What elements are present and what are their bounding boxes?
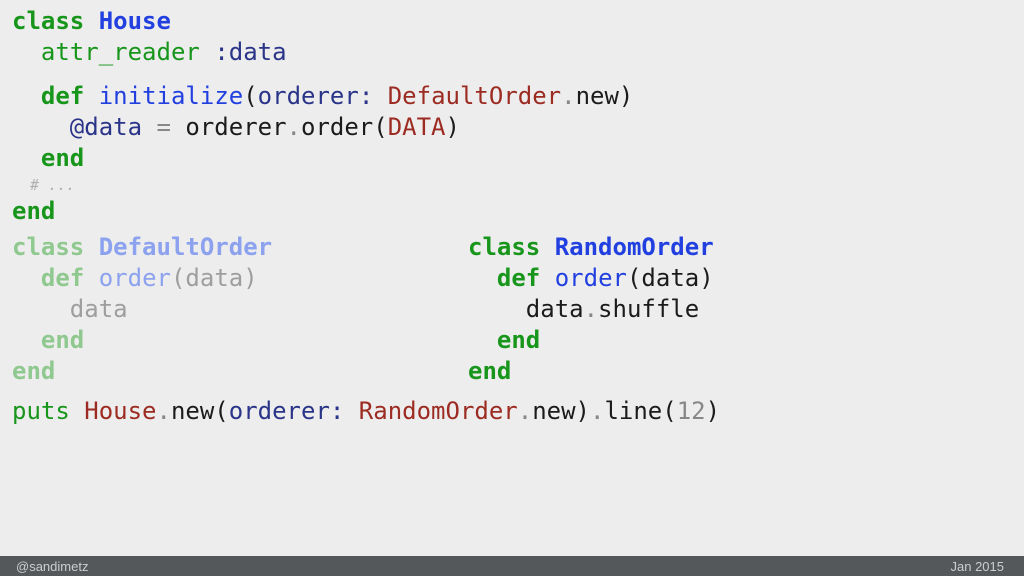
code-line: end	[12, 356, 272, 387]
code-token-kw: end	[40, 144, 85, 172]
code-line: class House	[12, 6, 633, 37]
code-token-plain: order(	[301, 113, 388, 141]
code-token-fplain	[84, 233, 98, 261]
code-block-random-order: class RandomOrder def order(data) data.s…	[468, 232, 714, 387]
code-token-kw: class	[12, 7, 85, 35]
code-token-op: .	[517, 397, 533, 425]
footer-date: Jan 2015	[950, 558, 1005, 574]
code-token-plain	[540, 233, 554, 261]
footer-handle: @sandimetz	[16, 558, 89, 574]
code-token-plain: line(	[604, 397, 677, 425]
code-token-plain	[540, 264, 554, 292]
code-token-fplain	[12, 326, 41, 354]
code-token-plain: new)	[532, 397, 590, 425]
code-token-plain	[12, 144, 41, 172]
code-token-num: 12	[676, 397, 706, 425]
code-token-mth: order	[554, 264, 627, 292]
code-token-plain	[12, 113, 70, 141]
code-token-const: DATA	[387, 113, 446, 141]
code-line: def order(data)	[12, 263, 272, 294]
code-token-kw: end	[496, 326, 541, 354]
code-token-fmth: order	[98, 264, 171, 292]
code-token-fkw: end	[12, 357, 56, 385]
code-token-const: House	[84, 397, 157, 425]
code-line: data.shuffle	[468, 294, 714, 325]
code-token-plain	[373, 82, 387, 110]
code-token-fkw: end	[40, 326, 85, 354]
code-token-fplain	[84, 264, 98, 292]
code-line: end	[468, 325, 714, 356]
code-token-plain	[200, 38, 214, 66]
code-token-plain	[84, 7, 98, 35]
code-token-plain: )	[445, 113, 460, 141]
code-line: end	[12, 143, 633, 174]
code-token-kw: end	[12, 197, 56, 225]
code-token-sym: :data	[214, 38, 287, 66]
code-line: data	[12, 294, 272, 325]
code-token-plain	[84, 82, 98, 110]
code-line: class DefaultOrder	[12, 232, 272, 263]
footer-bar: @sandimetz Jan 2015	[0, 556, 1024, 576]
code-block-default-order: class DefaultOrder def order(data) data …	[12, 232, 272, 387]
code-token-plain: (	[243, 82, 258, 110]
code-token-cls: RandomOrder	[554, 233, 714, 261]
code-block-house: class House attr_reader :data def initia…	[12, 6, 633, 227]
code-token-op: .	[561, 82, 576, 110]
code-token-const: DefaultOrder	[387, 82, 562, 110]
code-token-op: .	[590, 397, 605, 425]
code-token-comment: # ...	[12, 176, 76, 194]
code-token-plain: data	[468, 295, 584, 323]
code-token-fkw: class	[12, 233, 85, 261]
code-comment-line: # ...	[12, 174, 633, 196]
code-token-plain	[70, 397, 84, 425]
code-token-plain: new(	[170, 397, 229, 425]
code-token-sym: orderer:	[257, 82, 374, 110]
code-token-kwr: attr_reader	[40, 38, 200, 66]
code-token-sym: @data	[69, 113, 143, 141]
code-line: def initialize(orderer: DefaultOrder.new…	[12, 81, 633, 112]
code-token-cls: House	[98, 7, 171, 35]
code-token-kwr: puts	[12, 397, 70, 425]
code-token-kw: class	[468, 233, 541, 261]
code-token-kw: def	[496, 264, 541, 292]
code-line: end	[468, 356, 714, 387]
code-token-plain	[142, 113, 156, 141]
code-token-plain: (data)	[626, 264, 714, 292]
code-token-sym: orderer:	[228, 397, 345, 425]
code-token-kw: end	[468, 357, 512, 385]
code-line: def order(data)	[468, 263, 714, 294]
code-line: puts House.new(orderer: RandomOrder.new)…	[12, 396, 720, 427]
code-token-kw: def	[40, 82, 85, 110]
code-token-plain: shuffle	[598, 295, 700, 323]
code-token-plain: new)	[575, 82, 634, 110]
code-token-plain: orderer	[170, 113, 287, 141]
code-token-plain: )	[705, 397, 721, 425]
code-line: end	[12, 325, 272, 356]
code-token-const: RandomOrder	[358, 397, 518, 425]
code-line: class RandomOrder	[468, 232, 714, 263]
code-token-op: .	[286, 113, 301, 141]
code-token-plain	[12, 82, 41, 110]
code-token-fkw: def	[40, 264, 85, 292]
code-line: attr_reader :data	[12, 37, 633, 68]
code-token-fcls: DefaultOrder	[98, 233, 273, 261]
code-token-fplain: data	[12, 295, 128, 323]
code-block-puts: puts House.new(orderer: RandomOrder.new)…	[12, 396, 720, 427]
code-line: end	[12, 196, 633, 227]
code-token-plain	[468, 264, 497, 292]
code-token-op: .	[156, 397, 171, 425]
code-token-plain	[12, 38, 41, 66]
code-line: @data = orderer.order(DATA)	[12, 112, 633, 143]
code-token-fplain: (data)	[170, 264, 258, 292]
code-token-op: =	[156, 113, 171, 141]
code-token-op: .	[583, 295, 599, 323]
code-token-fplain	[12, 264, 41, 292]
code-token-mth: initialize	[98, 82, 244, 110]
code-token-plain	[344, 397, 358, 425]
code-token-plain	[468, 326, 497, 354]
